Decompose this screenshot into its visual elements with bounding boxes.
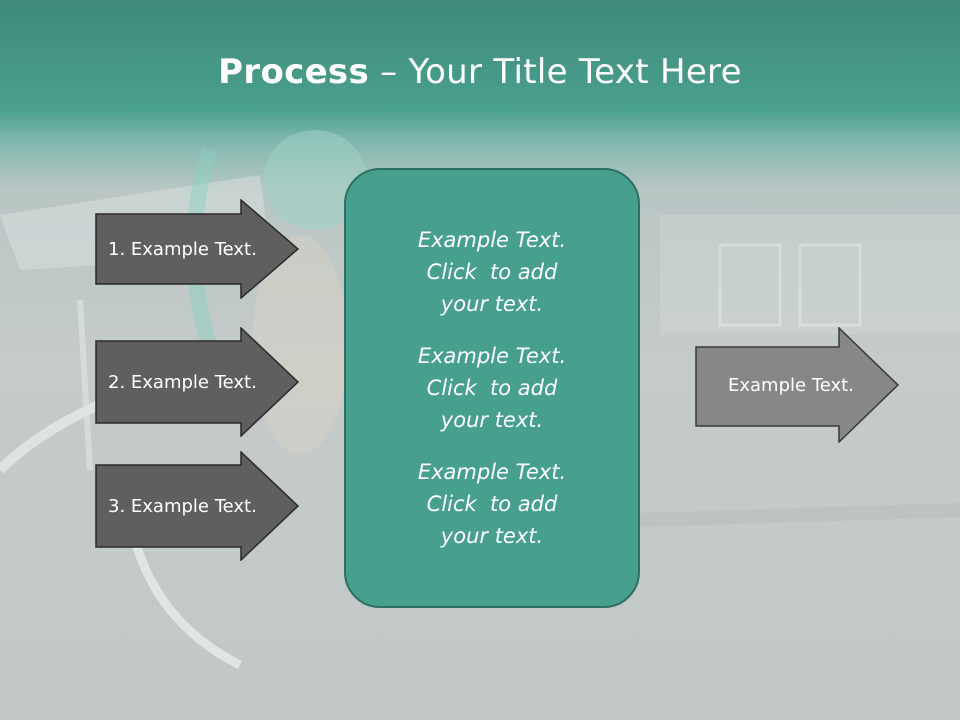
- slide-title[interactable]: Process – Your Title Text Here: [0, 52, 960, 92]
- center-text-box[interactable]: Example Text. Click to add your text. Ex…: [344, 168, 640, 608]
- left-arrow-1[interactable]: 1. Example Text.: [95, 199, 300, 299]
- right-arrow-label: Example Text.: [728, 374, 854, 396]
- block-line: your text.: [440, 408, 544, 432]
- right-arrow[interactable]: Example Text.: [695, 327, 900, 443]
- block-line: Example Text.: [417, 344, 567, 368]
- block-line: your text.: [440, 292, 544, 316]
- title-bold: Process: [218, 52, 370, 92]
- block-line: Click to add: [426, 376, 558, 400]
- arrow-shape-icon: [95, 327, 300, 437]
- left-arrow-2[interactable]: 2. Example Text.: [95, 327, 300, 437]
- block-line: Click to add: [426, 492, 558, 516]
- left-arrow-3[interactable]: 3. Example Text.: [95, 451, 300, 561]
- block-line: your text.: [440, 524, 544, 548]
- left-arrow-label: 2. Example Text.: [108, 371, 257, 393]
- title-separator: –: [369, 52, 409, 92]
- block-line: Example Text.: [417, 460, 567, 484]
- block-line: Example Text.: [417, 228, 567, 252]
- center-text-block-2: Example Text. Click to add your text.: [418, 340, 566, 436]
- arrow-shape-icon: [95, 199, 300, 299]
- center-text-block-3: Example Text. Click to add your text.: [418, 456, 566, 552]
- left-arrow-label: 3. Example Text.: [108, 495, 257, 517]
- left-arrow-label: 1. Example Text.: [108, 238, 257, 260]
- arrow-shape-icon: [95, 451, 300, 561]
- arrow-shape-icon: [695, 327, 900, 443]
- center-text-block-1: Example Text. Click to add your text.: [418, 224, 566, 320]
- block-line: Click to add: [426, 260, 558, 284]
- title-text: Your Title Text Here: [408, 52, 742, 92]
